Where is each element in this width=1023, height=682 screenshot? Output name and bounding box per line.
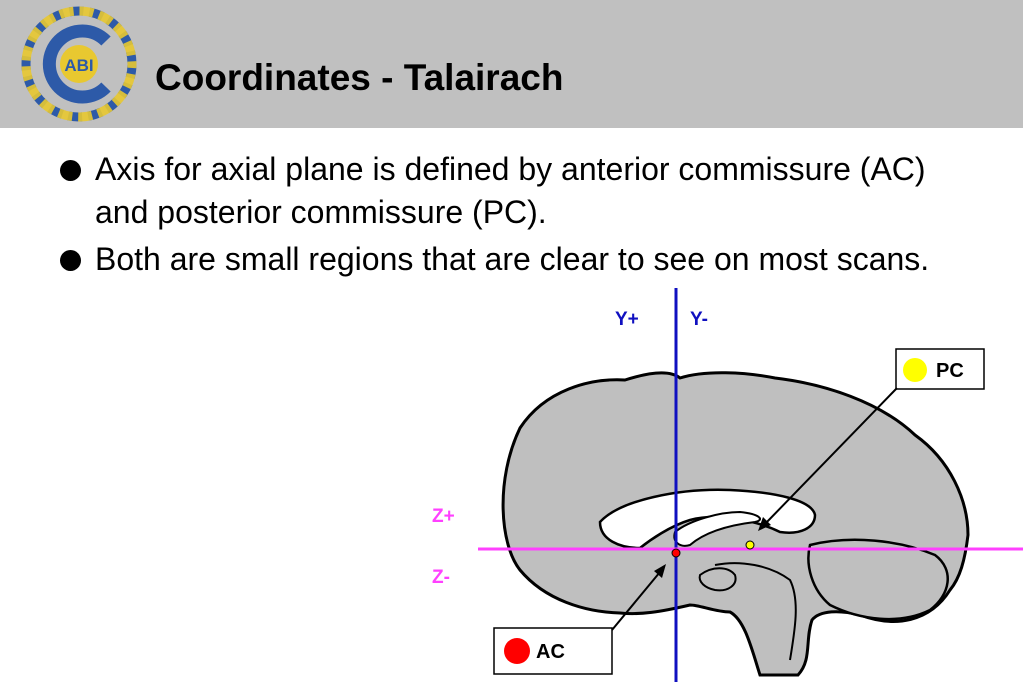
- bullet-item: Both are small regions that are clear to…: [58, 238, 958, 281]
- pc-pointer-line: [763, 387, 898, 526]
- ac-legend-dot-icon: [504, 638, 530, 664]
- ac-callout-label: AC: [536, 641, 565, 663]
- pc-arrowhead-icon: [758, 517, 771, 531]
- pc-callout-label: PC: [936, 360, 964, 382]
- z-plus-label: Z+: [432, 506, 455, 527]
- ac-marker: [671, 548, 681, 558]
- slide-header: ABI Coordinates - Talairach: [0, 0, 1023, 128]
- bullet-text: Axis for axial plane is defined by anter…: [95, 151, 926, 230]
- ac-arrowhead-icon: [654, 564, 666, 578]
- z-minus-label: Z-: [432, 567, 450, 588]
- slide-title: Coordinates - Talairach: [155, 57, 564, 98]
- abi-logo-icon: ABI: [21, 6, 137, 122]
- pons: [698, 567, 737, 592]
- y-minus-label: Y-: [690, 309, 708, 330]
- pc-marker: [745, 540, 755, 550]
- bullet-item: Axis for axial plane is defined by anter…: [58, 148, 958, 234]
- corpus-callosum: [598, 488, 817, 550]
- brainstem: [714, 562, 797, 661]
- cerebellum: [807, 538, 949, 621]
- y-plus-label: Y+: [615, 309, 639, 330]
- bullet-text: Both are small regions that are clear to…: [95, 241, 930, 277]
- bullet-dot-icon: [60, 250, 81, 271]
- ac-pointer-line: [611, 571, 661, 631]
- pc-legend-dot-icon: [903, 358, 927, 382]
- bullet-list: Axis for axial plane is defined by anter…: [58, 148, 958, 285]
- bullet-dot-icon: [60, 160, 81, 181]
- ventricle: [673, 510, 761, 547]
- logo-text: ABI: [64, 56, 93, 75]
